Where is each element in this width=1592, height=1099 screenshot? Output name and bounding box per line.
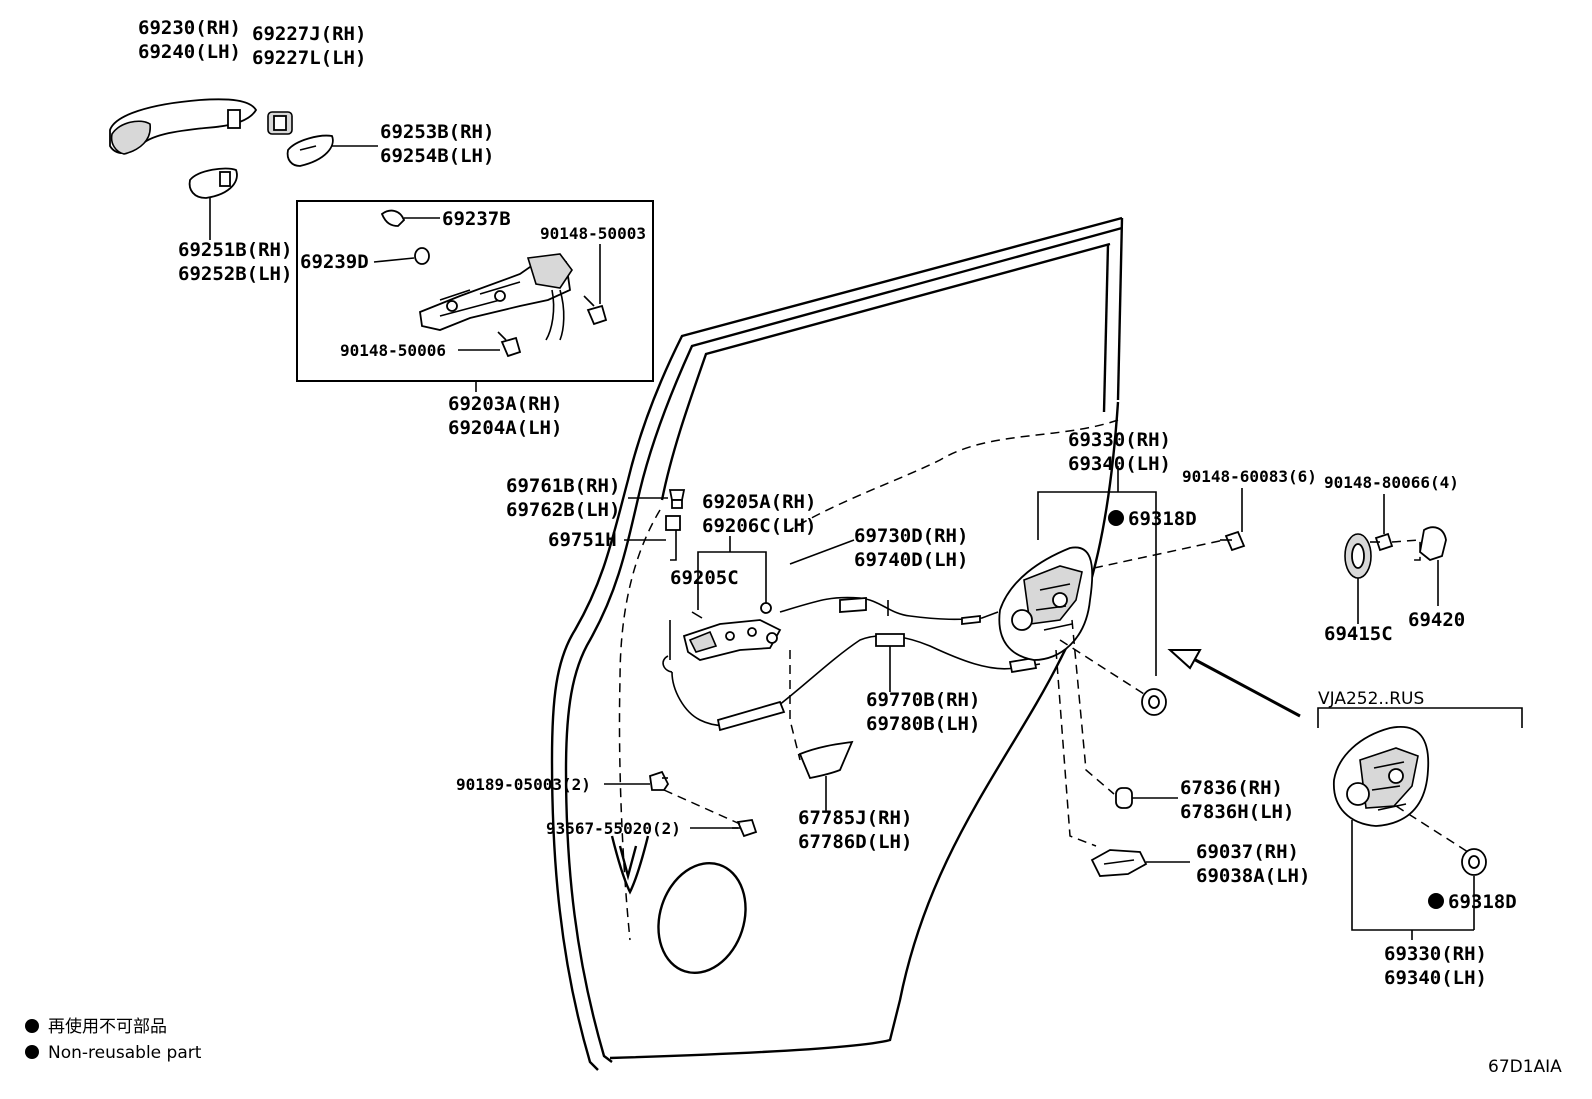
- protector-part: [1090, 849, 1148, 877]
- rod-part: [665, 515, 681, 561]
- variant-seal-ring: [1461, 848, 1487, 876]
- label-cable-upper-lh: 69740D(LH): [854, 549, 968, 571]
- label-screw-c: 90148-60083(6): [1182, 467, 1317, 486]
- variant-lock-assy: [1333, 726, 1430, 827]
- legend-jp: 再使用不可部品: [48, 1016, 167, 1037]
- label-cable-upper-rh: 69730D(RH): [854, 525, 968, 547]
- direction-arrow: [1167, 649, 1301, 723]
- legend-dot-jp: [25, 1019, 39, 1033]
- label-variant-title: VJA252..RUS: [1318, 689, 1424, 709]
- label-screw-d: 90148-80066(4): [1324, 473, 1459, 492]
- lock-bracket: [1037, 491, 1157, 676]
- label-protector-rh: 69037(RH): [1196, 841, 1299, 863]
- label-cable-lower-lh: 69780B(LH): [866, 713, 980, 735]
- part-labels: 69230(RH) 69240(LH) 69227J(RH) 69227L(LH…: [138, 17, 1517, 989]
- bushing-part: [414, 247, 430, 265]
- label-frame-assy-lh: 69204A(LH): [448, 417, 562, 439]
- outside-handle: [109, 98, 258, 155]
- label-bushing: 69239D: [300, 251, 369, 273]
- grommet-part: [1115, 787, 1133, 809]
- screw-b: [497, 331, 522, 358]
- label-lock-assy-rh: 69330(RH): [1068, 429, 1171, 451]
- label-bolt-lower: 93567-55020(2): [546, 819, 681, 838]
- label-clip-top-lh: 69762B(LH): [506, 499, 620, 521]
- label-handle-cover-rh: 69227J(RH): [252, 23, 366, 45]
- label-screw-a: 90148-50003: [540, 224, 646, 243]
- label-bezel-rh: 67785J(RH): [798, 807, 912, 829]
- label-clip-top-rh: 69761B(RH): [506, 475, 620, 497]
- legend-dot-en: [25, 1045, 39, 1059]
- screw-c: [1220, 530, 1246, 552]
- label-pad-upper-lh: 69254B(LH): [380, 145, 494, 167]
- label-grommet-lh: 67836H(LH): [1180, 801, 1294, 823]
- label-clip-lower: 90189-05003(2): [456, 775, 591, 794]
- striker: [1391, 526, 1447, 562]
- handle-pad-upper: [286, 134, 334, 167]
- label-pad-upper-rh: 69253B(RH): [380, 121, 494, 143]
- label-rod: 69751H: [548, 529, 617, 551]
- figure-code: 67D1AIA: [1488, 1057, 1562, 1077]
- label-frame-assy-rh: 69203A(RH): [448, 393, 562, 415]
- label-pad-lower-lh: 69252B(LH): [178, 263, 292, 285]
- label-protector-lh: 69038A(LH): [1196, 865, 1310, 887]
- variant-bracket: [1317, 707, 1523, 728]
- label-striker: 69420: [1408, 609, 1465, 631]
- label-handle-outer-rh: 69230(RH): [138, 17, 241, 39]
- seal-main-ring: [1141, 688, 1167, 716]
- variant-non-reusable-dot: [1428, 893, 1444, 909]
- label-variant-seal: 69318D: [1448, 891, 1517, 913]
- non-reusable-dot: [1108, 510, 1124, 526]
- label-screw-b: 90148-50006: [340, 341, 446, 360]
- label-inner-handle-sub: 69205C: [670, 567, 739, 589]
- screw-d: [1370, 532, 1394, 552]
- label-handle-cover-lh: 69227L(LH): [252, 47, 366, 69]
- cables: [671, 596, 1041, 732]
- label-handle-outer-lh: 69240(LH): [138, 41, 241, 63]
- label-pad-lower-rh: 69251B(RH): [178, 239, 292, 261]
- handle-cover: [267, 111, 293, 135]
- label-cable-lower-rh: 69770B(RH): [866, 689, 980, 711]
- label-grommet-rh: 67836(RH): [1180, 777, 1283, 799]
- label-seal-main: 69318D: [1128, 508, 1197, 530]
- screw-a: [583, 295, 608, 326]
- handle-pad-lower: [188, 167, 238, 199]
- inner-handle-bracket: [697, 551, 767, 610]
- label-cap: 69237B: [442, 208, 511, 230]
- inner-handle: [662, 602, 782, 673]
- frame-assy-box: [296, 200, 654, 382]
- bezel-part: [798, 740, 854, 780]
- label-variant-lock-lh: 69340(LH): [1384, 967, 1487, 989]
- striker-plate: [1344, 533, 1372, 579]
- label-inner-handle-rh: 69205A(RH): [702, 491, 816, 513]
- lock-assy: [998, 546, 1094, 661]
- legend-en: Non-reusable part: [48, 1043, 202, 1063]
- legend: 再使用不可部品 Non-reusable part: [25, 1016, 202, 1063]
- handle-frame: [419, 253, 573, 341]
- door-outline: [550, 216, 1124, 1071]
- label-variant-lock-rh: 69330(RH): [1384, 943, 1487, 965]
- clip-lower: [649, 770, 670, 791]
- label-striker-plate: 69415C: [1324, 623, 1393, 645]
- label-inner-handle-lh: 69206C(LH): [702, 515, 816, 537]
- clip-top: [668, 489, 686, 509]
- cap-part: [380, 209, 406, 227]
- label-bezel-lh: 67786D(LH): [798, 831, 912, 853]
- label-lock-assy-lh: 69340(LH): [1068, 453, 1171, 475]
